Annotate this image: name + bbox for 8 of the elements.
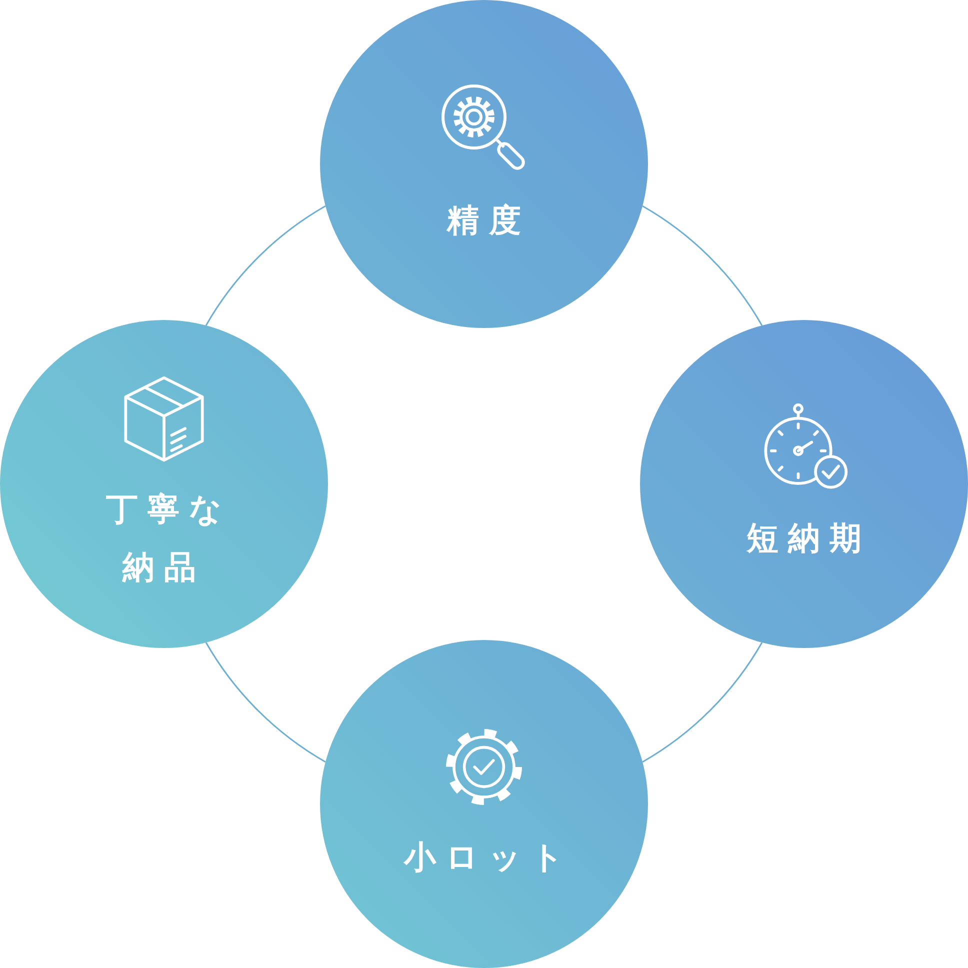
- node-label: 精度: [446, 200, 530, 241]
- connector-arc: [205, 642, 326, 763]
- connector-arc: [642, 205, 763, 326]
- connector-arc: [642, 642, 763, 763]
- node-label: 短納期: [745, 518, 872, 559]
- connector-arc: [205, 205, 326, 326]
- node-label: 小ロット: [402, 837, 574, 878]
- node-label: 丁寧な納品: [104, 489, 233, 588]
